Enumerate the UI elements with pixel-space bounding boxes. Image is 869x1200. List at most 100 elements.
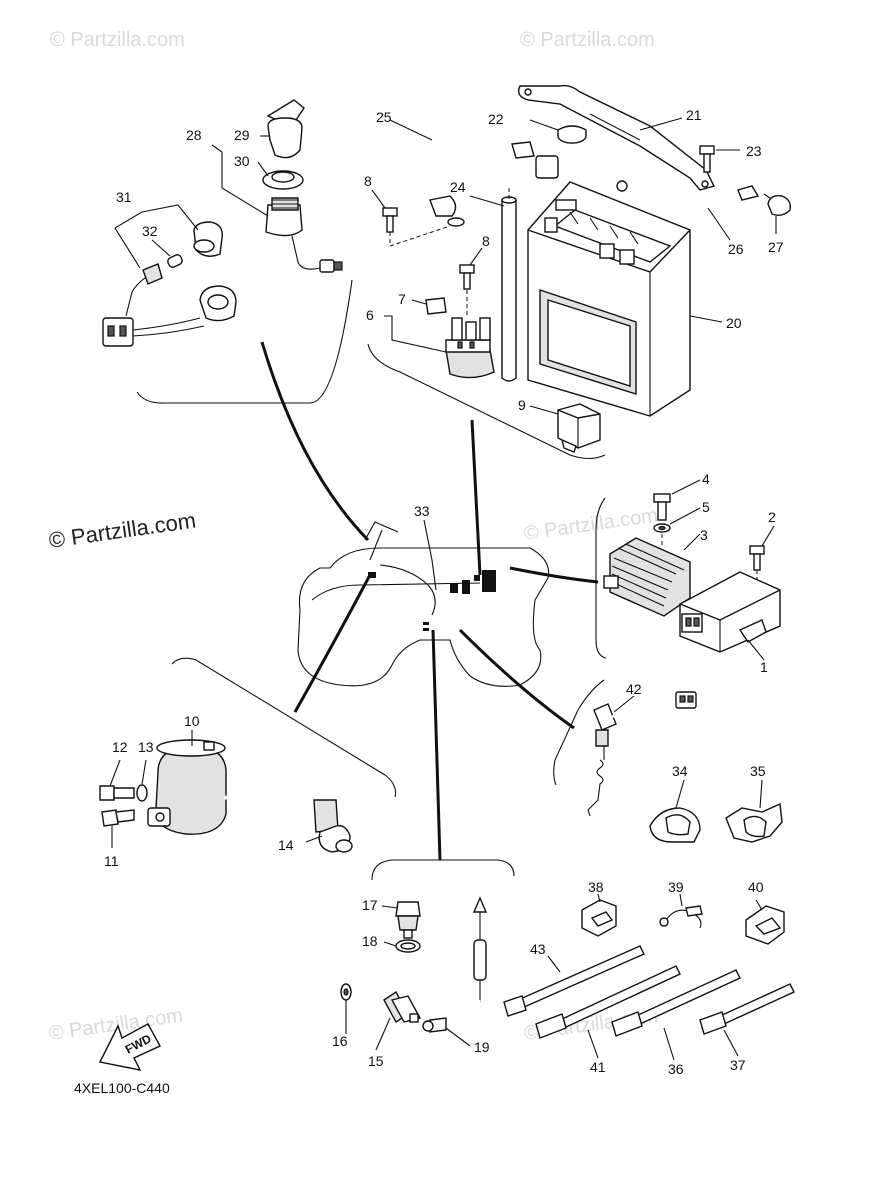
callout-12: 12 <box>112 739 128 755</box>
callout-6: 6 <box>366 307 374 323</box>
leader-13 <box>141 759 147 785</box>
bolt-23 <box>699 145 715 173</box>
callout-13: 13 <box>138 739 154 755</box>
callout-23: 23 <box>746 143 762 159</box>
callout-43: 43 <box>530 941 546 957</box>
callout-28: 28 <box>186 127 202 143</box>
callout-31: 31 <box>116 189 132 205</box>
callout-1: 1 <box>760 659 768 675</box>
leader-36 <box>663 1027 675 1061</box>
sensor-15 <box>383 990 422 1024</box>
breather-tube-24 <box>501 196 517 382</box>
leader-22 <box>529 119 559 131</box>
callout-37: 37 <box>730 1057 746 1073</box>
leader-9 <box>529 405 559 415</box>
fuse-7 <box>425 297 447 315</box>
cable-tie-41 <box>535 965 681 1039</box>
leader-21 <box>639 117 683 131</box>
leader-5 <box>669 507 701 525</box>
relay-9 <box>557 403 601 453</box>
leader-1 <box>747 639 765 661</box>
leader-8-upper <box>371 189 386 209</box>
starter-relay-6 <box>445 317 495 379</box>
callout-25: 25 <box>376 109 392 125</box>
cdi-unit-1 <box>679 571 781 653</box>
leader-2 <box>761 525 775 547</box>
bolt-4 <box>653 493 671 521</box>
sensor-17 <box>395 901 421 939</box>
callout-10: 10 <box>184 713 200 729</box>
cable-tie-43 <box>503 945 645 1017</box>
leader-32 <box>151 239 171 257</box>
leader-4 <box>671 479 701 495</box>
callout-39: 39 <box>668 879 684 895</box>
callout-22: 22 <box>488 111 504 127</box>
callout-33: 33 <box>414 503 430 519</box>
callout-40: 40 <box>748 879 764 895</box>
leader-26 <box>707 207 731 241</box>
washer-16 <box>340 983 352 1001</box>
callout-42: 42 <box>626 681 642 697</box>
callout-30: 30 <box>234 153 250 169</box>
watermark-top-left: © Partzilla.com <box>50 29 185 51</box>
terminal-39 <box>659 905 703 929</box>
leader-19 <box>445 1027 471 1047</box>
callout-3: 3 <box>700 527 708 543</box>
bolt-8-upper <box>382 207 398 233</box>
leader-28b <box>211 144 223 153</box>
clip-38 <box>581 899 617 937</box>
atv-silhouette <box>297 521 550 687</box>
callout-7: 7 <box>398 291 406 307</box>
cable-tie-36 <box>611 969 741 1037</box>
bolt-12 <box>99 785 135 801</box>
leader-34 <box>675 779 685 809</box>
callout-26: 26 <box>728 241 744 257</box>
callout-24: 24 <box>450 179 466 195</box>
leader-to-main-switch <box>260 341 370 542</box>
leader-15 <box>375 1017 391 1051</box>
regulator-3 <box>603 537 691 617</box>
callout-14: 14 <box>278 837 294 853</box>
leader-3 <box>683 533 701 551</box>
leader-37 <box>723 1029 739 1057</box>
cable-tie-37 <box>699 983 795 1035</box>
clip-27 <box>763 193 792 217</box>
leader-7 <box>411 299 427 305</box>
leader-28 <box>221 152 269 217</box>
callout-29: 29 <box>234 127 250 143</box>
watermark-top-right: © Partzilla.com <box>520 29 655 51</box>
callout-34: 34 <box>672 763 688 779</box>
bolt-8-lower <box>459 264 475 290</box>
callout-5: 5 <box>702 499 710 515</box>
callout-labels: 1 2 3 4 5 6 7 8 8 9 10 11 12 13 14 15 16… <box>104 107 784 1077</box>
callout-41: 41 <box>590 1059 606 1075</box>
callout-9: 9 <box>518 397 526 413</box>
leader-40 <box>755 899 763 911</box>
bracket-battery-group <box>367 343 606 460</box>
leader-to-battery <box>470 419 482 576</box>
dash-8-upper <box>389 225 451 247</box>
callout-32: 32 <box>142 223 158 239</box>
callout-38: 38 <box>588 879 604 895</box>
leader-6 <box>384 315 447 353</box>
bracket-ignition-coil-group <box>171 657 397 798</box>
headlight-harness <box>102 221 237 347</box>
leader-25 <box>389 119 433 141</box>
callout-36: 36 <box>668 1061 684 1077</box>
leader-to-relay <box>458 628 575 730</box>
gasket-18 <box>395 939 421 953</box>
leader-43 <box>547 955 561 973</box>
bracket-relay-group <box>553 679 605 786</box>
leader-33 <box>423 519 437 591</box>
callout-4: 4 <box>702 471 710 487</box>
lead-19 <box>422 896 488 1033</box>
callout-21: 21 <box>686 107 702 123</box>
cap-22 <box>557 125 587 144</box>
bracket-regulator-group <box>595 497 607 659</box>
leader-20 <box>689 315 723 323</box>
leader-8-lower <box>469 247 483 266</box>
bolt-2 <box>749 545 765 571</box>
leader-24 <box>469 195 505 207</box>
diagram-code: 4XEL100-C440 <box>74 1080 170 1096</box>
callout-16: 16 <box>332 1033 348 1049</box>
